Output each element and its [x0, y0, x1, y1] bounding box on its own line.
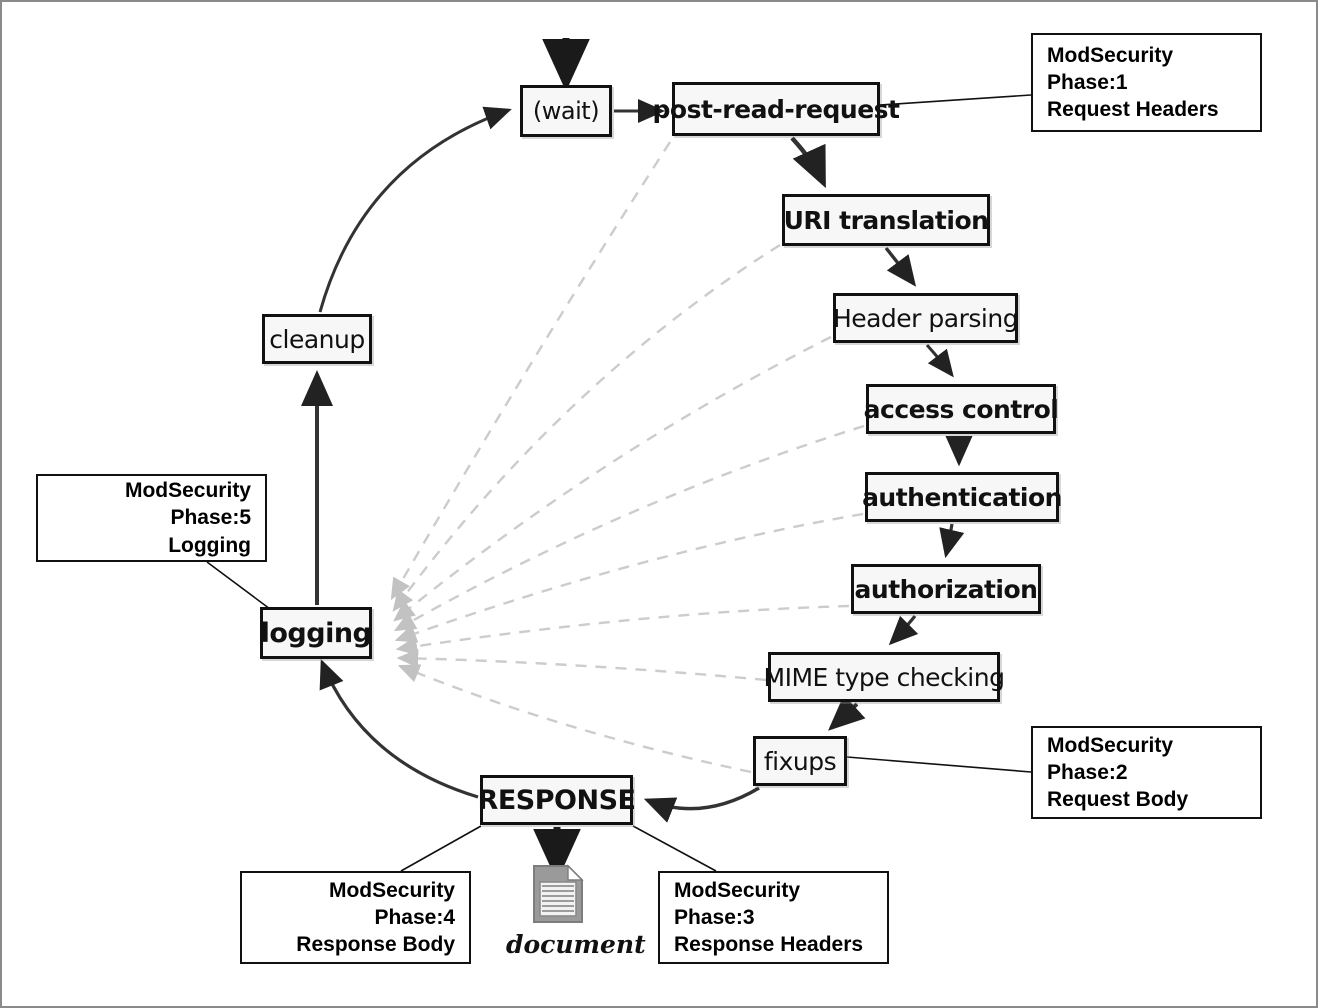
- edge-fixups-to-response: [643, 786, 760, 823]
- callout-phase-1-line2: Request Headers: [1047, 98, 1219, 122]
- node-header-parsing[interactable]: Header parsing: [833, 293, 1019, 343]
- leader-phase-4: [400, 825, 482, 872]
- leader-phase-5: [206, 561, 271, 610]
- callout-phase-4-line1: ModSecurity Phase:4: [328, 878, 455, 929]
- callout-phase-3: ModSecurity Phase:3 Response Headers: [658, 871, 889, 964]
- edge-mime-type-checking-to-fixups: [828, 694, 866, 731]
- leader-phase-1: [879, 94, 1032, 106]
- dashed-edge-post-read-request: [390, 141, 672, 601]
- dashed-edge-uri-translation: [392, 243, 781, 612]
- node-cleanup[interactable]: cleanup: [262, 314, 372, 364]
- dashed-edge-mime-type-checking: [396, 648, 767, 682]
- callout-phase-4: ModSecurity Phase:4 Response Body: [240, 871, 471, 964]
- dashed-edge-access-control: [393, 424, 865, 632]
- node-authorization[interactable]: authorization: [851, 564, 1041, 614]
- callout-phase-1: ModSecurity Phase:1 Request Headers: [1031, 33, 1262, 132]
- node-access-control[interactable]: access control: [864, 384, 1059, 434]
- node-wait[interactable]: (wait): [520, 85, 612, 137]
- edge-uri-translation-to-header-parsing: [884, 246, 917, 287]
- dashed-edge-authorization: [395, 604, 850, 656]
- callout-phase-1-line1: ModSecurity Phase:1: [1047, 43, 1174, 94]
- dashed-edge-fixups: [397, 664, 752, 774]
- node-logging[interactable]: logging: [260, 607, 372, 659]
- callout-phase-5-line1: ModSecurity Phase:5: [124, 479, 251, 530]
- node-authentication[interactable]: authentication: [862, 472, 1062, 522]
- dashed-edge-header-parsing: [393, 335, 832, 622]
- callout-phase-3-line1: ModSecurity Phase:3: [674, 878, 801, 929]
- node-mime-type-checking[interactable]: MIME type checking: [764, 652, 1005, 702]
- document-label: document: [506, 930, 646, 959]
- callout-phase-2-line1: ModSecurity Phase:2: [1047, 733, 1174, 784]
- edge-authorization-to-mime-type-checking: [888, 614, 919, 646]
- leader-phase-2: [846, 756, 1032, 773]
- callout-phase-2-line2: Request Body: [1047, 788, 1189, 812]
- dashed-edge-authentication: [394, 512, 864, 643]
- edge-header-parsing-to-access-control: [925, 344, 954, 378]
- callout-phase-4-line2: Response Body: [296, 933, 455, 957]
- document-icon: [533, 864, 584, 923]
- callout-phase-2: ModSecurity Phase:2 Request Body: [1031, 726, 1262, 819]
- node-response[interactable]: RESPONSE: [478, 775, 636, 825]
- edge-authentication-to-authorization: [939, 523, 965, 559]
- leader-phase-3: [632, 825, 717, 872]
- node-post-read-request[interactable]: post-read-request: [653, 82, 900, 136]
- callout-phase-3-line2: Response Headers: [674, 933, 864, 957]
- node-uri-translation[interactable]: URI translation: [782, 194, 990, 246]
- callout-phase-5-line2: Logging: [168, 533, 251, 557]
- edge-post-read-request-to-uri-translation: [790, 136, 827, 189]
- edge-cleanup-to-wait: [318, 106, 512, 313]
- callout-phase-5: ModSecurity Phase:5 Logging: [36, 474, 267, 562]
- edge-response-to-logging: [319, 659, 479, 799]
- node-fixups[interactable]: fixups: [753, 736, 847, 786]
